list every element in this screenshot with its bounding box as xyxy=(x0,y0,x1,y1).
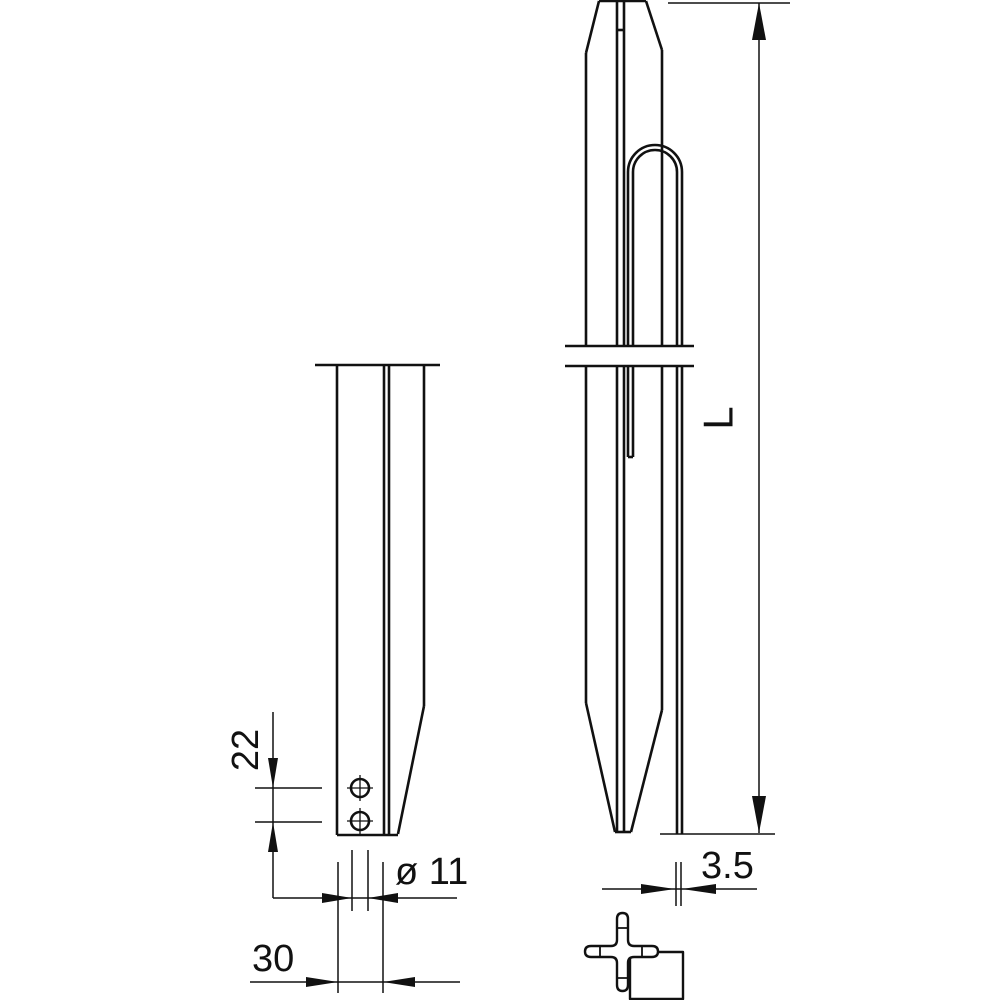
side-top-chamfer-right xyxy=(644,0,664,51)
side-fold-bend-outer-arc xyxy=(626,143,684,173)
hole-upper-crosshair xyxy=(347,775,373,801)
dim30-arrow-right xyxy=(383,977,415,987)
dim22-label: 22 xyxy=(225,729,267,771)
side-view xyxy=(565,0,694,834)
dimension-hole-spacing: 22 xyxy=(225,712,322,898)
dim22-arrow-down xyxy=(268,758,278,788)
section-cross-profile xyxy=(583,911,660,993)
dimL-arrow-up xyxy=(752,3,766,40)
dim30-arrow-left xyxy=(306,977,338,987)
dim11-label: ø 11 xyxy=(395,851,468,893)
dim11-arrow-left xyxy=(322,893,352,903)
section-square-plate xyxy=(628,950,685,1000)
dimension-hole-diameter: ø 11 xyxy=(273,850,468,911)
section-arm-tip-ticks xyxy=(599,927,643,979)
dim35-arrow-right xyxy=(682,884,716,894)
hole-lower-crosshair xyxy=(347,808,373,834)
dimension-width: 30 xyxy=(250,862,460,993)
front-tip-chamfer xyxy=(396,705,426,835)
side-top-chamfer-left xyxy=(584,0,601,54)
front-view xyxy=(315,363,440,837)
dim30-label: 30 xyxy=(252,938,294,980)
side-fold-bend-inner-arc xyxy=(631,148,679,173)
dimL-arrow-down xyxy=(752,796,766,833)
dimension-thickness: 3.5 xyxy=(602,845,757,906)
dim35-arrow-left xyxy=(641,884,675,894)
cross-section-view xyxy=(583,911,685,1000)
dimL-label: L xyxy=(695,406,742,429)
side-tip-chamfer-right xyxy=(629,709,664,833)
side-tip-chamfer-left xyxy=(584,702,617,833)
dim35-label: 3.5 xyxy=(701,845,754,887)
dimension-length: L xyxy=(660,2,790,835)
dim22-arrow-up xyxy=(268,822,278,852)
